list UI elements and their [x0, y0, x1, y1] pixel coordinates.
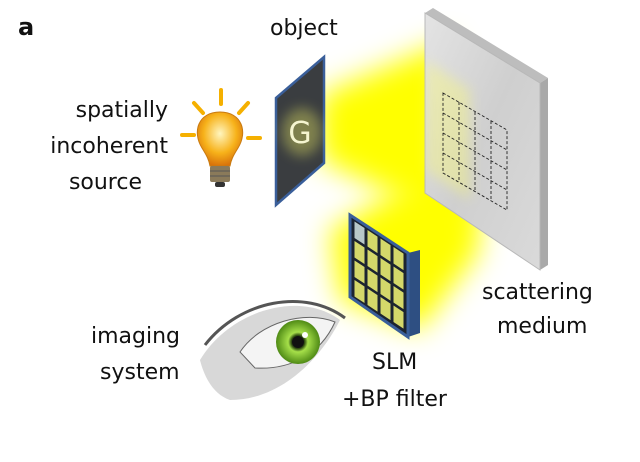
object-panel: G [274, 54, 326, 208]
slm-pixel [367, 269, 378, 293]
label-imaging-1: imaging [91, 324, 181, 349]
slm-pixel [380, 297, 391, 321]
slm-pixel [354, 260, 365, 284]
slm-pixel [354, 241, 365, 265]
slm-pixel [393, 305, 404, 329]
object-letter: G [288, 116, 311, 151]
slm-pixel [367, 230, 378, 254]
label-bp-filter: +BP filter [342, 387, 447, 412]
slm-pixel [367, 288, 378, 312]
label-source-1: spatially [75, 98, 168, 123]
dashed-grid [442, 92, 508, 211]
slm-pixel [380, 277, 391, 301]
slm-pixel [393, 266, 404, 290]
slm-pixel [354, 280, 365, 304]
slm-pixel [354, 221, 365, 245]
label-source-2: incoherent [50, 134, 168, 159]
label-object: object [270, 16, 338, 41]
eye-image [200, 300, 346, 400]
light-bulb-icon [180, 88, 262, 187]
label-medium-1: scattering [482, 280, 593, 305]
slm-pixel [380, 258, 391, 282]
label-slm: SLM [372, 350, 418, 375]
slm-pixel [367, 249, 378, 273]
label-imaging-2: system [100, 360, 180, 385]
label-medium-2: medium [497, 314, 588, 339]
slm-pixel [380, 238, 391, 262]
label-source-3: source [68, 170, 142, 195]
scattering-medium [424, 8, 548, 271]
panel-label: a [18, 13, 35, 41]
slm-filter [348, 212, 420, 340]
slm-pixel [393, 286, 404, 310]
slm-pixel [393, 247, 404, 271]
